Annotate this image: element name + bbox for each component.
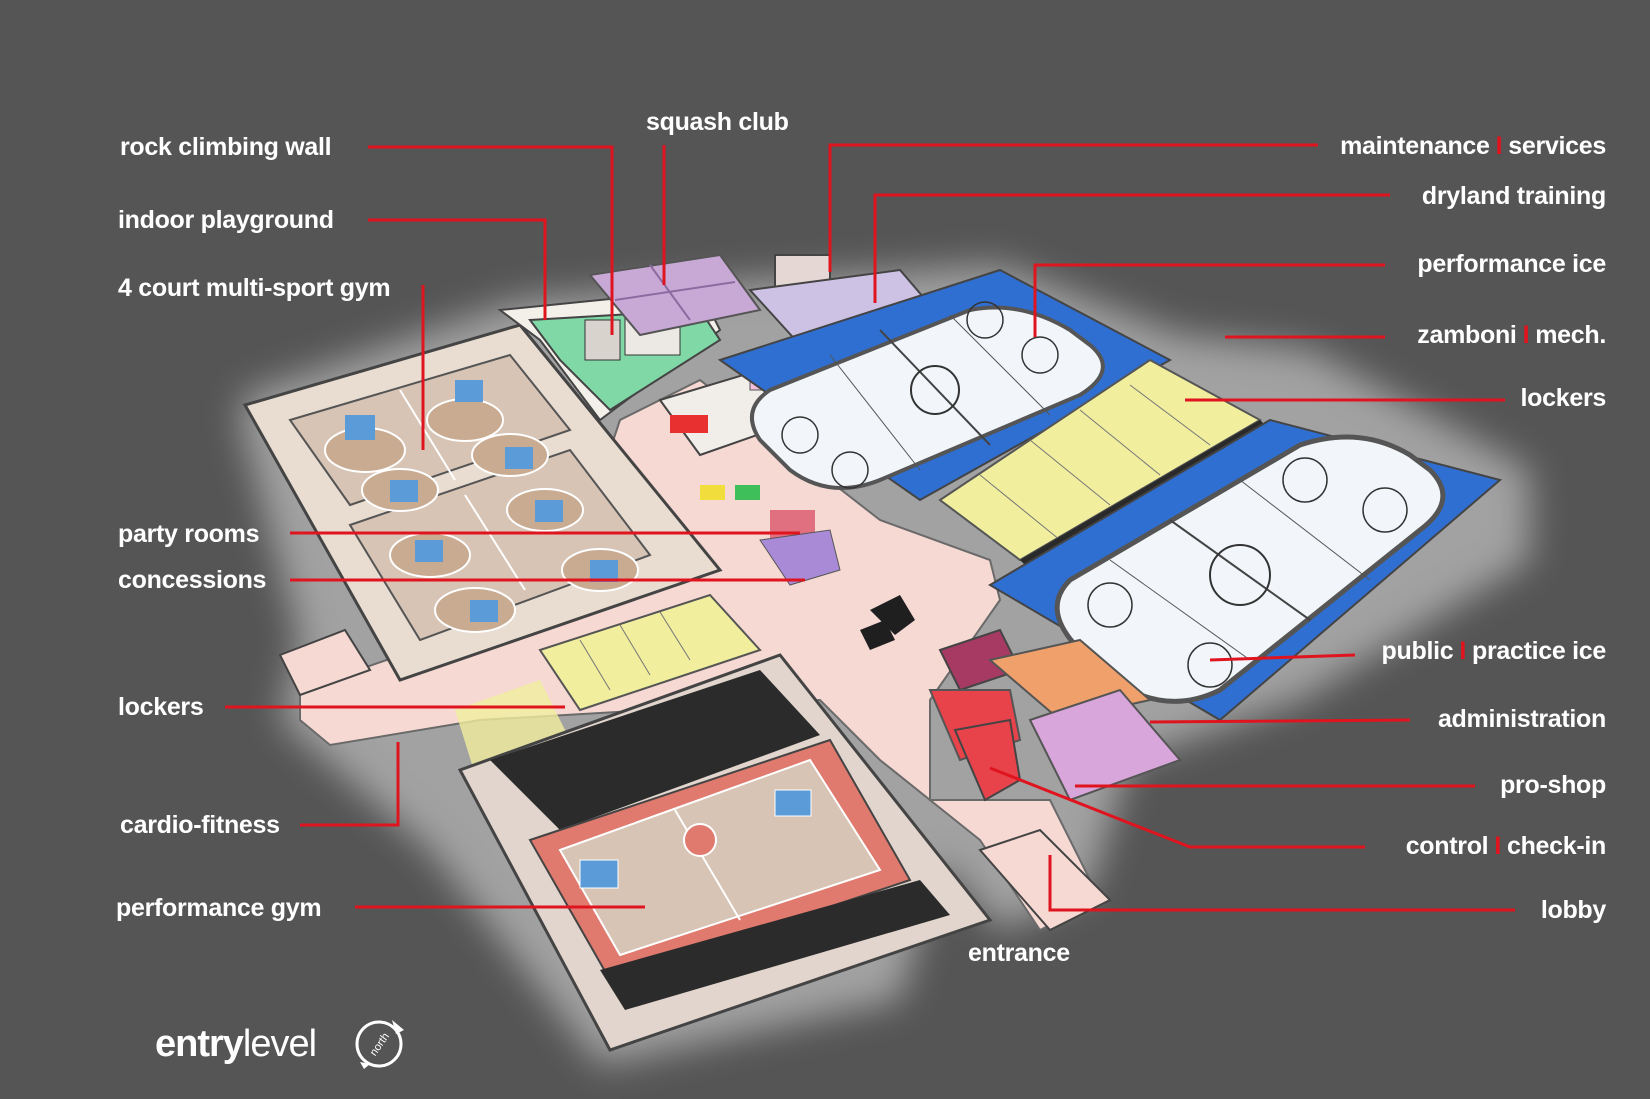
label-multi-sport-gym: 4 court multi-sport gym xyxy=(118,274,391,302)
label-separator: I xyxy=(1459,637,1466,665)
public-practice-ice-rink xyxy=(988,418,1503,722)
performance-gym-area xyxy=(457,653,993,1052)
brand-light: level xyxy=(242,1023,317,1065)
label-maintenance: maintenance xyxy=(1340,132,1490,160)
label-rock-climbing-wall: rock climbing wall xyxy=(120,133,332,161)
label-control: control xyxy=(1405,832,1489,860)
label-dryland-training: dryland training xyxy=(1421,182,1606,210)
label-performance-ice: performance ice xyxy=(1417,250,1606,278)
label-mech: mech. xyxy=(1535,321,1606,349)
label-separator: I xyxy=(1495,132,1503,160)
performance-ice-rink xyxy=(717,268,1173,502)
label-zamboni: zamboni xyxy=(1417,321,1517,349)
label-cardio-fitness: cardio-fitness xyxy=(120,811,280,839)
label-performance-gym: performance gym xyxy=(116,894,322,922)
entry-level-title: entrylevel xyxy=(155,1022,317,1066)
leader-lines xyxy=(225,143,1515,912)
multi-sport-gym-area xyxy=(242,323,723,682)
label-administration: administration xyxy=(1437,705,1606,733)
admin-control-proshop-area xyxy=(928,628,1182,802)
label-lockers-right: lockers xyxy=(1520,384,1607,412)
label-lobby: lobby xyxy=(1540,896,1606,924)
label-lockers-left: lockers xyxy=(118,693,204,721)
label-concessions: concessions xyxy=(118,566,267,594)
label-practice-ice: practice ice xyxy=(1472,637,1606,665)
label-squash-club: squash club xyxy=(646,108,789,136)
label-check-in: check-in xyxy=(1506,832,1606,860)
brand-bold: entry xyxy=(155,1023,244,1065)
stairs-lobby-area xyxy=(278,595,1112,932)
north-text: north xyxy=(368,1031,392,1058)
north-arrow-icon: north xyxy=(355,1020,404,1069)
label-separator: I xyxy=(1494,832,1501,860)
label-indoor-playground: indoor playground xyxy=(118,206,334,234)
label-pro-shop: pro-shop xyxy=(1500,771,1606,799)
label-services: services xyxy=(1508,132,1606,160)
playground-squash-area xyxy=(497,253,762,422)
label-entrance: entrance xyxy=(968,939,1070,967)
label-party-rooms: party rooms xyxy=(118,520,260,548)
label-separator: I xyxy=(1522,321,1530,349)
label-public: public xyxy=(1381,637,1454,665)
